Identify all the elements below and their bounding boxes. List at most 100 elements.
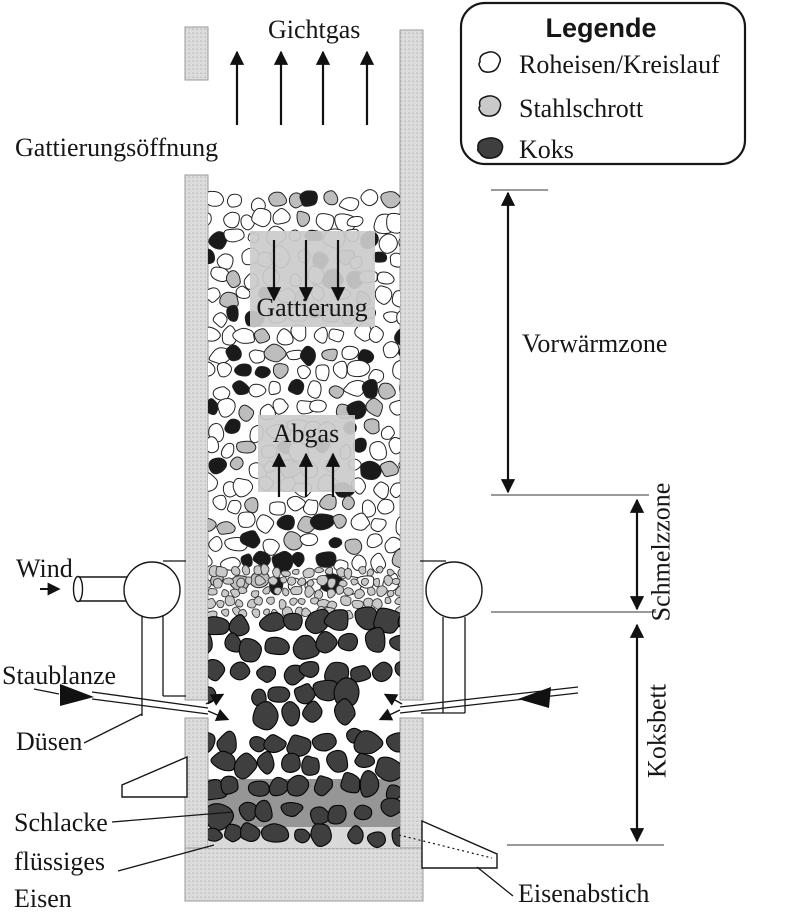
- pebble: [220, 608, 230, 617]
- pebble: [350, 578, 359, 586]
- pebble: [208, 436, 220, 454]
- pebble: [373, 481, 389, 500]
- pebble: [373, 251, 388, 263]
- blast-arrow-icon: [205, 693, 225, 706]
- pebble: [220, 442, 235, 459]
- pebble: [213, 578, 223, 589]
- pebble: [296, 210, 311, 227]
- coke-bed-pebbles: [208, 606, 400, 848]
- pebble: [212, 494, 227, 511]
- pebble: [256, 514, 275, 534]
- pebble: [301, 755, 320, 776]
- pebble: [287, 576, 297, 586]
- pebble: [216, 362, 232, 378]
- pebble: [281, 752, 301, 773]
- pebble: [389, 252, 400, 268]
- pebble: [208, 535, 223, 552]
- pebble: [328, 385, 345, 399]
- pebble: [223, 228, 245, 243]
- pebble: [231, 565, 241, 576]
- pebble: [396, 310, 400, 325]
- pebble: [366, 533, 383, 549]
- pebble: [315, 631, 338, 654]
- pebble: [389, 399, 400, 416]
- pebble: [315, 551, 337, 568]
- pebble: [297, 598, 306, 606]
- pebble: [391, 578, 400, 585]
- pebble: [366, 568, 375, 577]
- pebble: [208, 554, 213, 567]
- pebble: [291, 568, 300, 575]
- pebble: [252, 701, 279, 731]
- pebble: [376, 585, 388, 597]
- gattierung-label: Gattierung: [256, 293, 367, 322]
- pebble: [327, 577, 337, 589]
- abgas-overlay: Abgas: [258, 415, 355, 497]
- pebble: [327, 804, 347, 825]
- lance-tube-bottom-right: [399, 692, 579, 714]
- pebble: [208, 287, 221, 303]
- pebble: [380, 797, 400, 817]
- pebble: [222, 577, 235, 585]
- pebble: [385, 784, 400, 801]
- pebble: [289, 597, 298, 606]
- pebble: [391, 548, 400, 569]
- pebble: [221, 325, 238, 346]
- pebble: [344, 538, 363, 555]
- pebble: [280, 570, 291, 578]
- pebble: [253, 328, 271, 344]
- pebble: [247, 780, 270, 797]
- legend: Legende Roheisen/Kreislauf Stahlschrott …: [459, 1, 747, 166]
- pebble: [262, 586, 271, 595]
- pebble: [254, 365, 271, 379]
- slag-spout: [121, 755, 188, 798]
- pebble: [234, 363, 252, 377]
- staublanze-arrowhead-icon: [60, 684, 94, 706]
- gattierungsoeffnung-label: Gattierungsöffnung: [15, 133, 218, 162]
- pebble: [366, 831, 386, 848]
- pebble: [304, 585, 315, 598]
- pebble: [340, 772, 361, 794]
- tap-channel-dotted-line: [398, 834, 493, 859]
- pebble: [301, 607, 312, 618]
- pebble: [302, 567, 315, 579]
- pebble: [208, 190, 225, 207]
- pebble: [238, 404, 255, 422]
- pebble: [237, 586, 248, 595]
- pebble: [364, 626, 386, 653]
- blast-arrow-icon: [378, 708, 401, 721]
- pebble: [240, 553, 253, 568]
- pebble: [347, 825, 364, 845]
- pebble: [369, 441, 387, 461]
- duesen-label: Düsen: [16, 727, 82, 756]
- eisenabstich-group: Eisenabstich: [398, 819, 649, 908]
- pebble: [292, 634, 320, 660]
- legend-title: Legende: [545, 13, 656, 43]
- pebble: [267, 686, 291, 703]
- duesen-group: Düsen: [16, 713, 143, 756]
- pebble: [297, 365, 311, 380]
- pebble: [282, 612, 303, 631]
- pebble: [353, 730, 384, 755]
- pebble: [216, 253, 234, 270]
- pebble: [293, 683, 316, 705]
- pebble: [323, 190, 339, 206]
- legend-item-stahlschrott: Stahlschrott: [519, 94, 644, 123]
- zone-dimensions: Vorwärmzone Schmelzzone Koksbett: [491, 189, 676, 846]
- fluessiges-eisen-leader-line: [117, 844, 215, 872]
- lance-tube-top-left: [91, 691, 209, 709]
- pebble: [360, 577, 369, 586]
- pebble: [307, 380, 322, 399]
- legend-item-koks: Koks: [519, 135, 574, 164]
- pebble: [299, 190, 318, 207]
- pebble: [321, 348, 338, 362]
- staublanze-label: Staublanze: [2, 661, 116, 690]
- pebble: [354, 606, 379, 631]
- pebble: [343, 568, 353, 580]
- wind-pipe-opening: [72, 575, 84, 603]
- pebble: [268, 191, 288, 207]
- pebble: [297, 577, 307, 586]
- iron-tap-spout: [421, 819, 498, 869]
- pebble: [208, 457, 228, 475]
- left-wall-lower: [184, 717, 209, 849]
